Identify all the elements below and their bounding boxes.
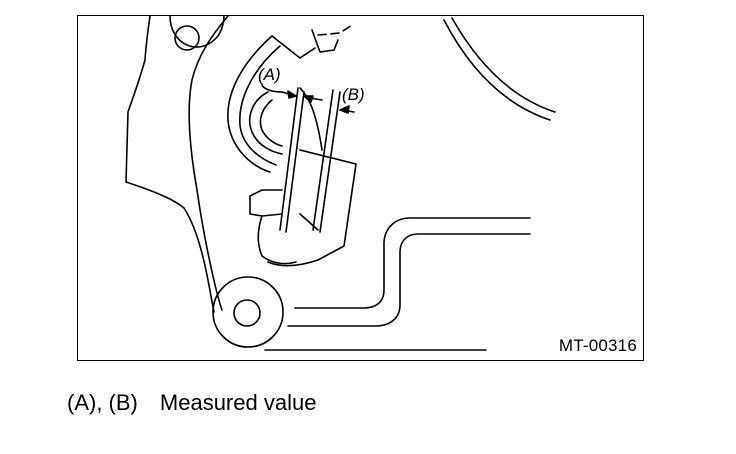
callout-a-label: (A)	[258, 65, 281, 84]
legend-description: Measured value	[159, 390, 317, 415]
callout-b-label: (B)	[342, 85, 365, 104]
fork-arm-top	[271, 35, 316, 59]
plate-b-line-1	[312, 89, 334, 231]
bottom-bolt-hole	[233, 299, 261, 327]
figure-frame: MT-00316	[77, 15, 644, 361]
housing-outline	[125, 15, 215, 313]
fork-arm-inner	[248, 91, 283, 155]
casing-arc-outer	[443, 19, 551, 121]
fork-arm-middle	[239, 45, 281, 166]
top-bolt-hole	[174, 25, 200, 51]
plate-b-line-2	[319, 91, 341, 233]
top-notch	[311, 29, 339, 53]
rail-outer	[294, 217, 531, 309]
fork-pad-edge	[299, 213, 319, 231]
fork-arm-outer	[227, 35, 273, 173]
casing-arc-inner	[451, 17, 556, 113]
legend: (A), (B) Measured value	[67, 390, 316, 416]
top-boss-outline	[169, 15, 225, 48]
housing-inner-contour	[188, 15, 229, 311]
arrow-b-head	[339, 105, 350, 114]
plate-a-line-1	[279, 87, 299, 231]
arrow-a-left-head	[287, 90, 297, 99]
fork-arm-inner-2	[259, 99, 283, 147]
fork-pad-block	[267, 149, 357, 267]
rail-inner	[287, 233, 531, 327]
hidden-contour	[317, 24, 353, 36]
figure-id: MT-00316	[558, 336, 637, 355]
fork-pad-face	[257, 215, 297, 265]
bottom-bolt-boss	[212, 276, 284, 348]
plate-a-top-curve	[299, 87, 323, 151]
callout-a-leader	[261, 83, 283, 93]
legend-key: (A), (B)	[67, 390, 138, 415]
plate-a-line-2	[285, 91, 305, 233]
fork-pad-tab	[249, 189, 283, 217]
